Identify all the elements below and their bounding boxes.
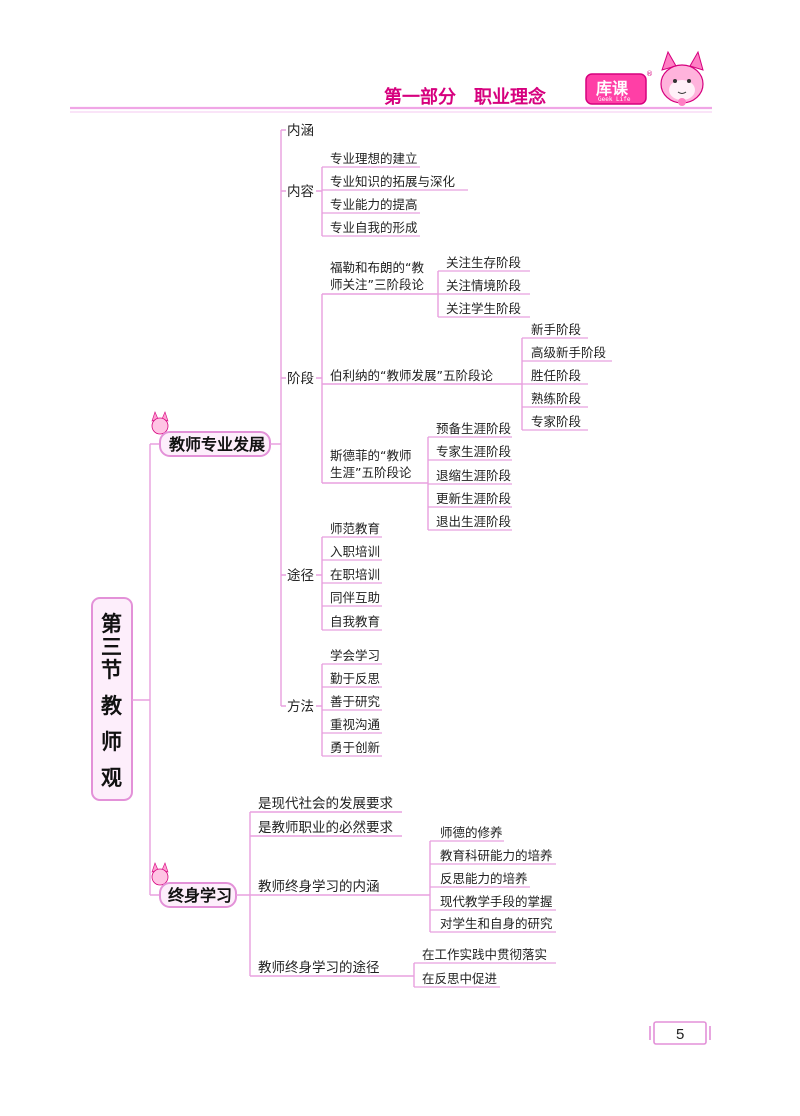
list-item: 专业理想的建立: [330, 151, 418, 166]
list-item: 专业知识的拓展与深化: [330, 174, 456, 189]
node-neirong: 内容: [287, 183, 314, 200]
registered-mark: ®: [646, 70, 653, 78]
node-tujing: 途径: [287, 567, 314, 584]
steffy-line1: 斯德菲的“教师: [330, 448, 411, 463]
node-jieduan: 阶段: [287, 371, 314, 387]
list-item: 新手阶段: [531, 322, 581, 337]
list-item: 重视沟通: [330, 717, 381, 732]
list-item: 专业能力的提高: [330, 197, 418, 212]
section-char: 节: [101, 658, 122, 682]
brand-logo: 库课 Geek Life ®: [585, 70, 653, 105]
fuller-line2: 师关注”三阶段论: [330, 277, 424, 292]
branch-lifelong-learning: 终身学习 是现代社会的发展要求 是教师职业的必然要求 教师终身学习的内涵 师德的…: [151, 796, 556, 988]
list-item: 入职培训: [330, 544, 380, 559]
section-char: 第: [101, 612, 122, 636]
page-header: 第一部分 职业理念 库课 Geek Life ®: [70, 50, 712, 113]
brand-sub: Geek Life: [598, 96, 631, 103]
list-item: 专家阶段: [531, 414, 581, 429]
node-req1: 是现代社会的发展要求: [258, 796, 393, 812]
list-item: 高级新手阶段: [531, 345, 606, 360]
list-item: 关注生存阶段: [446, 255, 521, 270]
list-item: 专业自我的形成: [330, 220, 418, 235]
list-item: 专家生涯阶段: [436, 444, 511, 459]
section-char: 教: [101, 694, 123, 718]
list-item: 熟练阶段: [531, 391, 581, 406]
list-item: 反思能力的培养: [440, 871, 528, 886]
list-item: 关注学生阶段: [446, 301, 521, 316]
list-item: 在反思中促进: [422, 971, 498, 986]
list-item: 师德的修养: [440, 825, 503, 840]
branch-teacher-development: 教师专业发展 内涵 内容 专业理想的建立 专业知识的拓展与深化 专业能力的提高 …: [151, 123, 612, 757]
section-char: 三: [101, 635, 122, 659]
fox-mascot-icon: [660, 50, 704, 106]
page-number: 5: [676, 1026, 684, 1043]
section-title-box: 第 三 节 教 师 观: [91, 597, 133, 801]
list-item: 退缩生涯阶段: [436, 468, 511, 483]
small-mascot-icon: [151, 862, 169, 886]
branch1-title: 教师专业发展: [169, 435, 266, 454]
fuller-line1: 福勒和布朗的“教: [330, 260, 424, 275]
list-item: 对学生和自身的研究: [440, 916, 553, 931]
list-item: 胜任阶段: [531, 368, 581, 383]
list-item: 更新生涯阶段: [436, 491, 511, 506]
list-item: 学会学习: [330, 648, 380, 663]
list-item: 勇于创新: [330, 740, 380, 755]
steffy-line2: 生涯”五阶段论: [330, 465, 412, 480]
list-item: 在职培训: [330, 567, 380, 582]
branch2-title: 终身学习: [168, 886, 232, 905]
list-item: 现代教学手段的掌握: [440, 894, 553, 909]
small-mascot-icon: [151, 411, 169, 435]
list-item: 关注情境阶段: [446, 278, 521, 293]
list-item: 同伴互助: [330, 590, 380, 605]
list-item: 退出生涯阶段: [436, 514, 511, 529]
list-item: 预备生涯阶段: [436, 421, 511, 436]
node-req2: 是教师职业的必然要求: [258, 819, 393, 836]
brand-name: 库课: [596, 79, 629, 98]
node-neihan: 内涵: [287, 123, 314, 139]
section-char: 观: [101, 766, 122, 790]
section-char: 师: [101, 730, 122, 754]
list-item: 在工作实践中贯彻落实: [422, 947, 547, 962]
list-item: 勤于反思: [330, 671, 380, 686]
part-title: 第一部分 职业理念: [384, 86, 546, 108]
node-lifelong-neihan: 教师终身学习的内涵: [258, 879, 380, 895]
list-item: 自我教育: [330, 614, 380, 629]
node-lifelong-tujing: 教师终身学习的途径: [258, 959, 380, 976]
node-fangfa: 方法: [287, 699, 314, 715]
list-item: 教育科研能力的培养: [440, 848, 553, 863]
list-item: 师范教育: [330, 521, 380, 536]
berliner-label: 伯利纳的“教师发展”五阶段论: [330, 368, 493, 383]
list-item: 善于研究: [330, 694, 381, 709]
page-number-badge: 5: [649, 1021, 711, 1045]
